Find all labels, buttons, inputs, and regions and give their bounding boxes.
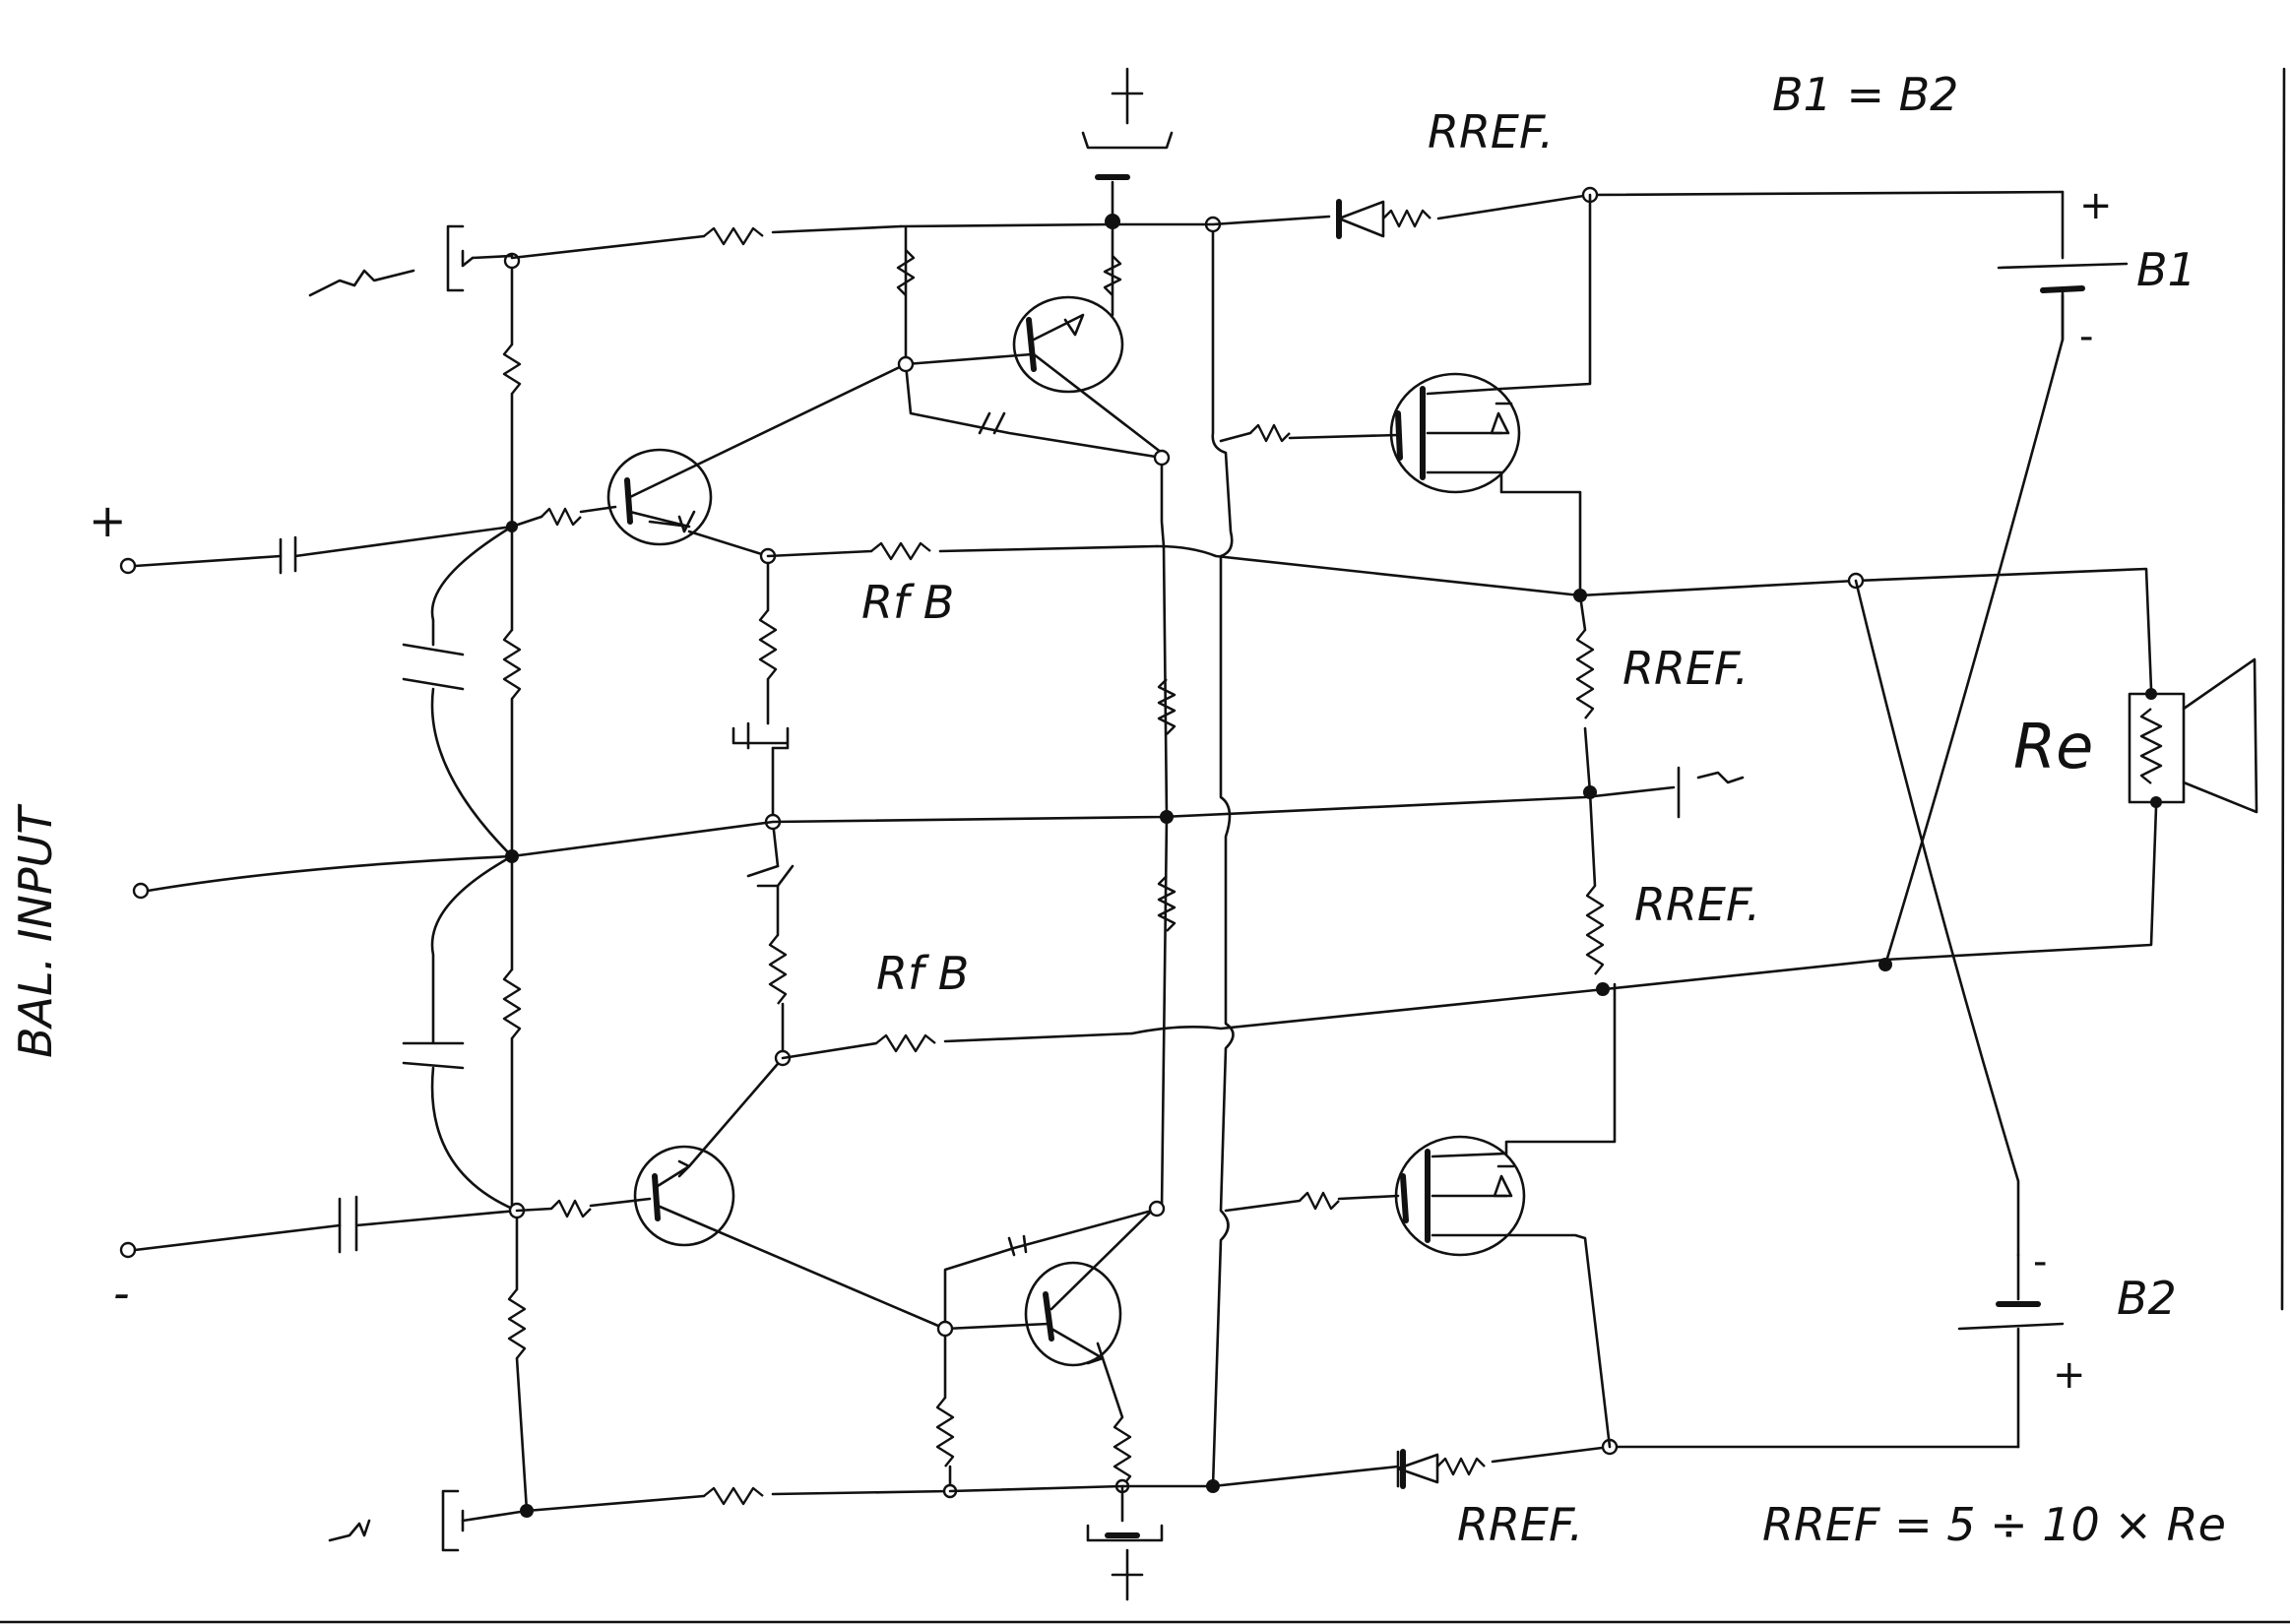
frame-right	[2280, 67, 2286, 1311]
label-rfb-lower: Rf B	[876, 947, 969, 1000]
loudspeaker	[2128, 657, 2258, 814]
input-ground-terminal	[132, 882, 150, 900]
capacitor-feedback-upper	[732, 721, 790, 750]
supply-rail-bottom	[948, 1438, 2020, 1493]
bias-pot-upper	[308, 224, 903, 297]
transistor-lower-circle	[633, 1145, 735, 1247]
driver-lower-circle	[1024, 1261, 1122, 1367]
transistor-input-upper	[510, 362, 908, 558]
input-minus-terminal	[119, 1241, 137, 1259]
diode-bottom	[1396, 1450, 1439, 1488]
supply-rail-top	[899, 186, 2065, 239]
label-b1-equals-b2: B1 = B2	[1772, 68, 1958, 121]
rail-vertical-right	[1204, 216, 1235, 1493]
label-re: Re	[2013, 711, 2093, 782]
bias-pot-lower	[328, 1486, 952, 1552]
mosfet-upper-circle	[1389, 372, 1521, 494]
transistor-input-lower	[515, 1056, 947, 1331]
label-rref-top: RREF.	[1428, 105, 1554, 158]
input-divider	[502, 252, 534, 1518]
mosfet-lower	[1224, 982, 1617, 1449]
capacitor-feedback-lower	[746, 864, 795, 888]
driver-transistor-upper	[896, 226, 1164, 460]
label-b1-plus: +	[2079, 183, 2113, 228]
label-b1-minus: -	[2079, 314, 2093, 359]
mosfet-upper	[1219, 193, 1592, 597]
driver-upper-circle	[1012, 295, 1124, 394]
label-input-minus: -	[113, 1267, 130, 1320]
input-terminals	[119, 554, 514, 1259]
label-rref-lower-right: RREF.	[1634, 878, 1760, 931]
capacitor-input-plus	[279, 525, 514, 575]
feedback-column	[732, 547, 795, 1067]
diode-top	[1337, 200, 1385, 238]
capacitor-bypass-lower	[402, 854, 519, 1213]
capacitor-input-minus	[338, 1195, 519, 1254]
label-input-plus: +	[89, 494, 127, 547]
mosfet-lower-circle	[1394, 1135, 1526, 1257]
transistor-upper-circle	[606, 448, 713, 546]
label-b2: B2	[2117, 1272, 2177, 1325]
battery-b2	[1957, 1253, 2065, 1449]
driver-transistor-lower	[935, 1209, 1154, 1499]
ground-symbol-right	[1677, 766, 1745, 819]
battery-crossover	[1854, 293, 2065, 1257]
rfb-resistor-upper	[766, 541, 1159, 561]
label-b1: B1	[2136, 243, 2196, 296]
capacitor-bypass-upper	[402, 525, 514, 858]
label-bal-input: BAL. INPUT	[9, 803, 62, 1058]
label-b2-plus: +	[2053, 1352, 2086, 1398]
capacitor-driver-lower	[1007, 1234, 1028, 1257]
label-b2-minus: -	[2033, 1239, 2047, 1284]
label-rfb-upper: Rf B	[861, 576, 954, 629]
label-rref-upper-right: RREF.	[1622, 642, 1749, 695]
label-formula: RREF = 5 ÷ 10 × Re	[1762, 1498, 2226, 1551]
label-rref-bottom: RREF.	[1457, 1498, 1583, 1551]
capacitor-driver-upper	[978, 411, 1006, 435]
battery-b1	[1997, 190, 2129, 342]
rail-vertical-left	[1148, 449, 1177, 1218]
ground-symbol-top	[1081, 67, 1174, 230]
input-capacitors	[279, 525, 519, 1254]
rfb-resistor-lower	[781, 1031, 1134, 1060]
input-plus-terminal	[119, 557, 137, 575]
ground-rail	[510, 785, 1676, 858]
output-network	[1130, 544, 2158, 1035]
ground-symbol-bottom	[1086, 1484, 1164, 1601]
